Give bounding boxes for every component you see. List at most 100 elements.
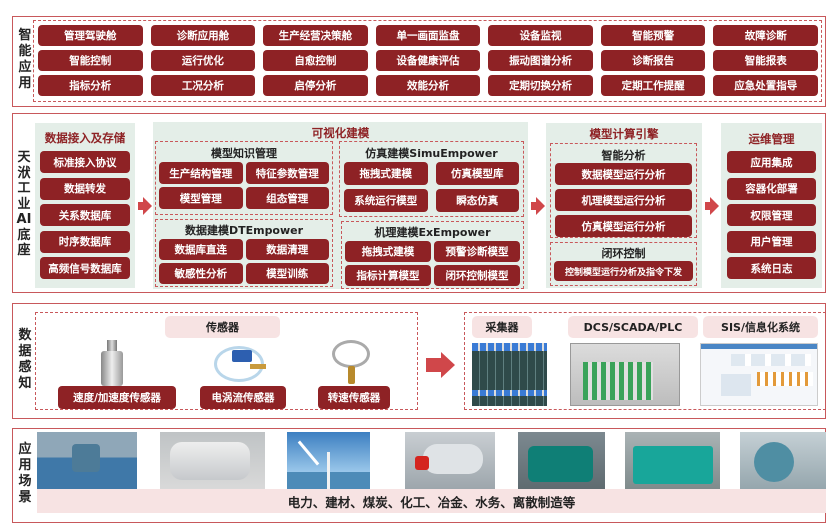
ex-grid: 拖拽式建模预警诊断模型指标计算模型闭环控制模型: [345, 241, 520, 286]
app-button[interactable]: 智能报表: [713, 50, 818, 71]
sensor-button[interactable]: 速度/加速度传感器: [58, 386, 176, 409]
app-button[interactable]: 定期工作提醒: [600, 75, 706, 96]
app-button[interactable]: 诊断报告: [600, 50, 706, 71]
smart-analysis-button[interactable]: 数据模型运行分析: [555, 163, 692, 185]
ops-button[interactable]: 权限管理: [727, 204, 816, 226]
simu-button[interactable]: 系统运行模型: [344, 189, 428, 212]
smart-analysis-button[interactable]: 机理模型运行分析: [555, 189, 692, 211]
generator-image: [160, 432, 265, 489]
system-tab: SIS/信息化系统: [703, 316, 818, 338]
app-button[interactable]: 启停分析: [263, 75, 368, 96]
simu-button[interactable]: 拖拽式建模: [344, 162, 428, 185]
simu-button[interactable]: 仿真模型库: [435, 162, 519, 185]
app-button[interactable]: 定期切换分析: [488, 75, 593, 96]
engine-title: 模型计算引擎: [589, 127, 659, 141]
dt-box: 数据建模DTEmpower 数据库直连数据清理敏感性分析模型训练: [155, 219, 333, 287]
app-button[interactable]: 指标分析: [38, 75, 143, 96]
knowledge-button[interactable]: 生产结构管理: [159, 162, 243, 184]
dt-title: 数据建模DTEmpower: [184, 224, 304, 237]
steam-turbine-image: [518, 432, 605, 489]
app-button[interactable]: 诊断应用舱: [150, 25, 256, 46]
sensor-button[interactable]: 电涡流传感器: [200, 386, 286, 409]
smart-apps-grid: 管理驾驶舱诊断应用舱生产经营决策舱单一画面监盘设备监视智能预警故障诊断智能控制运…: [38, 25, 818, 96]
sis-screenshot-image: [700, 343, 818, 406]
ex-button[interactable]: 闭环控制模型: [434, 265, 520, 286]
smart-analysis-box: 智能分析 数据模型运行分析机理模型运行分析仿真模型运行分析: [550, 143, 697, 238]
knowledge-button[interactable]: 组态管理: [245, 187, 329, 209]
modeling-title: 可视化建模: [311, 126, 370, 140]
arrow-body: [426, 358, 442, 372]
simu-button[interactable]: 瞬态仿真: [435, 189, 519, 212]
ingest-title: 数据接入及存储: [44, 131, 126, 145]
ingest-button[interactable]: 高频信号数据库: [40, 257, 130, 279]
knowledge-button[interactable]: 模型管理: [159, 187, 243, 209]
smart-analysis-button[interactable]: 仿真模型运行分析: [555, 215, 692, 237]
dt-button[interactable]: 敏感性分析: [159, 263, 243, 284]
arrow-right-icon: [441, 352, 455, 378]
closed-loop-box: 闭环控制 控制模型运行分析及指令下发: [550, 242, 697, 286]
app-button[interactable]: 运行优化: [150, 50, 256, 71]
app-button[interactable]: 设备健康评估: [375, 50, 481, 71]
sensors-box: [35, 312, 418, 410]
boiler-image: [405, 432, 495, 489]
ops-button[interactable]: 系统日志: [727, 257, 816, 279]
app-button[interactable]: 智能控制: [38, 50, 143, 71]
ops-panel: 运维管理 应用集成容器化部署权限管理用户管理系统日志: [721, 123, 822, 288]
ops-list: 应用集成容器化部署权限管理用户管理系统日志: [727, 151, 816, 279]
ingest-panel: 数据接入及存储 标准接入协议数据转发关系数据库时序数据库高频信号数据库: [35, 123, 135, 288]
closed-loop-button[interactable]: 控制模型运行分析及指令下发: [554, 261, 693, 281]
industries-caption: 电力、建材、煤炭、化工、冶金、水务、离散制造等: [287, 494, 576, 510]
ingest-button[interactable]: 标准接入协议: [40, 151, 130, 173]
scenes-label: 应用场景: [18, 442, 32, 505]
arrow-body: [138, 202, 144, 210]
ingest-button[interactable]: 关系数据库: [40, 204, 130, 226]
system-tab: 采集器: [472, 316, 532, 338]
closed-loop-list: 控制模型运行分析及指令下发: [554, 261, 693, 281]
arrow-body: [705, 202, 711, 210]
arrow-right-icon: [710, 197, 719, 215]
ex-box: 机理建模ExEmpower 拖拽式建模预警诊断模型指标计算模型闭环控制模型: [341, 221, 524, 289]
ops-button[interactable]: 用户管理: [727, 230, 816, 253]
app-button[interactable]: 应急处置指导: [713, 75, 818, 96]
ex-button[interactable]: 拖拽式建模: [345, 241, 431, 262]
app-button[interactable]: 效能分析: [375, 75, 481, 96]
ingest-button[interactable]: 时序数据库: [40, 230, 130, 253]
speed-sensor-image: [330, 338, 375, 386]
app-button[interactable]: 故障诊断: [713, 25, 818, 46]
diesel-generator-image: [625, 432, 720, 489]
system-tab: DCS/SCADA/PLC: [568, 316, 698, 338]
knowledge-box: 模型知识管理 生产结构管理特征参数管理模型管理组态管理: [155, 141, 333, 215]
systems-box: [464, 312, 826, 410]
sensor-button[interactable]: 转速传感器: [318, 386, 390, 409]
app-button[interactable]: 设备监视: [488, 25, 593, 46]
wind-turbine-image: [287, 432, 370, 489]
app-button[interactable]: 工况分析: [150, 75, 256, 96]
app-button[interactable]: 单一画面监盘: [375, 25, 481, 46]
knowledge-button[interactable]: 特征参数管理: [245, 162, 329, 184]
app-button[interactable]: 自愈控制: [263, 50, 368, 71]
ex-button[interactable]: 预警诊断模型: [434, 241, 520, 262]
ops-button[interactable]: 容器化部署: [727, 177, 816, 200]
ops-button[interactable]: 应用集成: [727, 151, 816, 173]
knowledge-title: 模型知识管理: [211, 147, 277, 160]
dt-button[interactable]: 数据清理: [245, 239, 329, 260]
ops-title: 运维管理: [748, 132, 795, 146]
perception-label: 数据感知: [18, 328, 32, 391]
collector-image: [472, 343, 547, 406]
modeling-panel: 可视化建模 模型知识管理 生产结构管理特征参数管理模型管理组态管理 仿真建模Si…: [153, 122, 528, 289]
smart-apps-label: 智能应用: [18, 28, 32, 91]
dt-button[interactable]: 数据库直连: [159, 239, 243, 260]
accelerometer-image: [98, 340, 126, 388]
app-button[interactable]: 生产经营决策舱: [263, 25, 368, 46]
simu-title: 仿真建模SimuEmpower: [365, 147, 498, 160]
app-button[interactable]: 振动图谱分析: [488, 50, 593, 71]
ingest-list: 标准接入协议数据转发关系数据库时序数据库高频信号数据库: [40, 151, 130, 279]
app-button[interactable]: 管理驾驶舱: [38, 25, 143, 46]
knowledge-grid: 生产结构管理特征参数管理模型管理组态管理: [159, 162, 329, 209]
arrow-body: [531, 202, 537, 210]
dt-button[interactable]: 模型训练: [245, 263, 329, 284]
ex-title: 机理建模ExEmpower: [374, 226, 491, 239]
ingest-button[interactable]: 数据转发: [40, 177, 130, 200]
app-button[interactable]: 智能预警: [600, 25, 706, 46]
ex-button[interactable]: 指标计算模型: [345, 265, 431, 286]
